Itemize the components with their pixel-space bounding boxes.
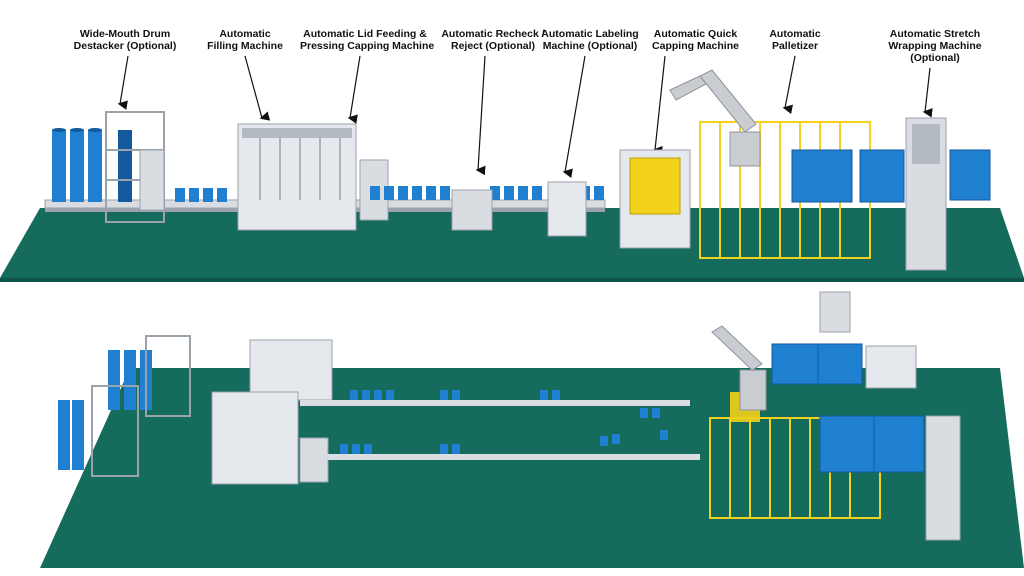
conveyor-bottom-upper (300, 400, 690, 406)
drum-stacks-bottom (58, 350, 152, 470)
destacker-frame-bottom-1 (145, 335, 191, 417)
stretch-wrapper-bottom-2 (925, 415, 961, 541)
label-palletizer: Automatic Palletizer (769, 28, 821, 52)
drums-on-conveyor-bottom (340, 390, 668, 454)
recheck-station-top (451, 189, 493, 231)
label-drum-destacker: Wide-Mouth Drum Destacker (Optional) (73, 28, 177, 52)
pallet-drums-bottom-1 (771, 343, 823, 385)
pallet-drums-bottom-2 (817, 343, 863, 385)
pallet-drums-top-3 (949, 149, 991, 201)
production-line-front-view (0, 55, 1024, 282)
label-filling-machine: Automatic Filling Machine (207, 28, 283, 52)
pallet-drums-top-1 (791, 149, 853, 203)
pallet-drums-top-2 (859, 149, 905, 203)
drum-stacks-top (52, 128, 132, 202)
label-lid-capping: Automatic Lid Feeding & Pressing Capping… (300, 28, 435, 52)
label-pointers-top (117, 55, 933, 178)
label-quick-capping: Automatic Quick Capping Machine (652, 28, 739, 52)
label-stretch-wrapping: Automatic Stretch Wrapping Machine (Opti… (888, 28, 982, 64)
production-line-perspective-view (0, 288, 1024, 576)
filling-machine-top (237, 123, 357, 231)
palletizer-robot-top (669, 69, 761, 167)
filling-machine-bottom-1 (249, 339, 333, 401)
destacker-frame-bottom-2 (91, 385, 139, 477)
label-labeling-machine: Automatic Labeling Machine (Optional) (541, 28, 639, 52)
pallet-drums-bottom-4 (873, 415, 925, 473)
pallet-white-bottom (865, 345, 917, 389)
labeling-machine-top (547, 181, 587, 237)
palletizer-fence-bottom (709, 417, 881, 519)
filling-machine-bottom-2 (211, 391, 299, 485)
pallet-drums-bottom-3 (819, 415, 877, 473)
palletizer-robot-bottom (711, 325, 767, 411)
label-recheck-reject: Automatic Recheck / Reject (Optional) (441, 28, 545, 52)
conveyor-bottom-lower (320, 454, 700, 460)
stretch-wrapper-bottom-1 (819, 291, 851, 333)
